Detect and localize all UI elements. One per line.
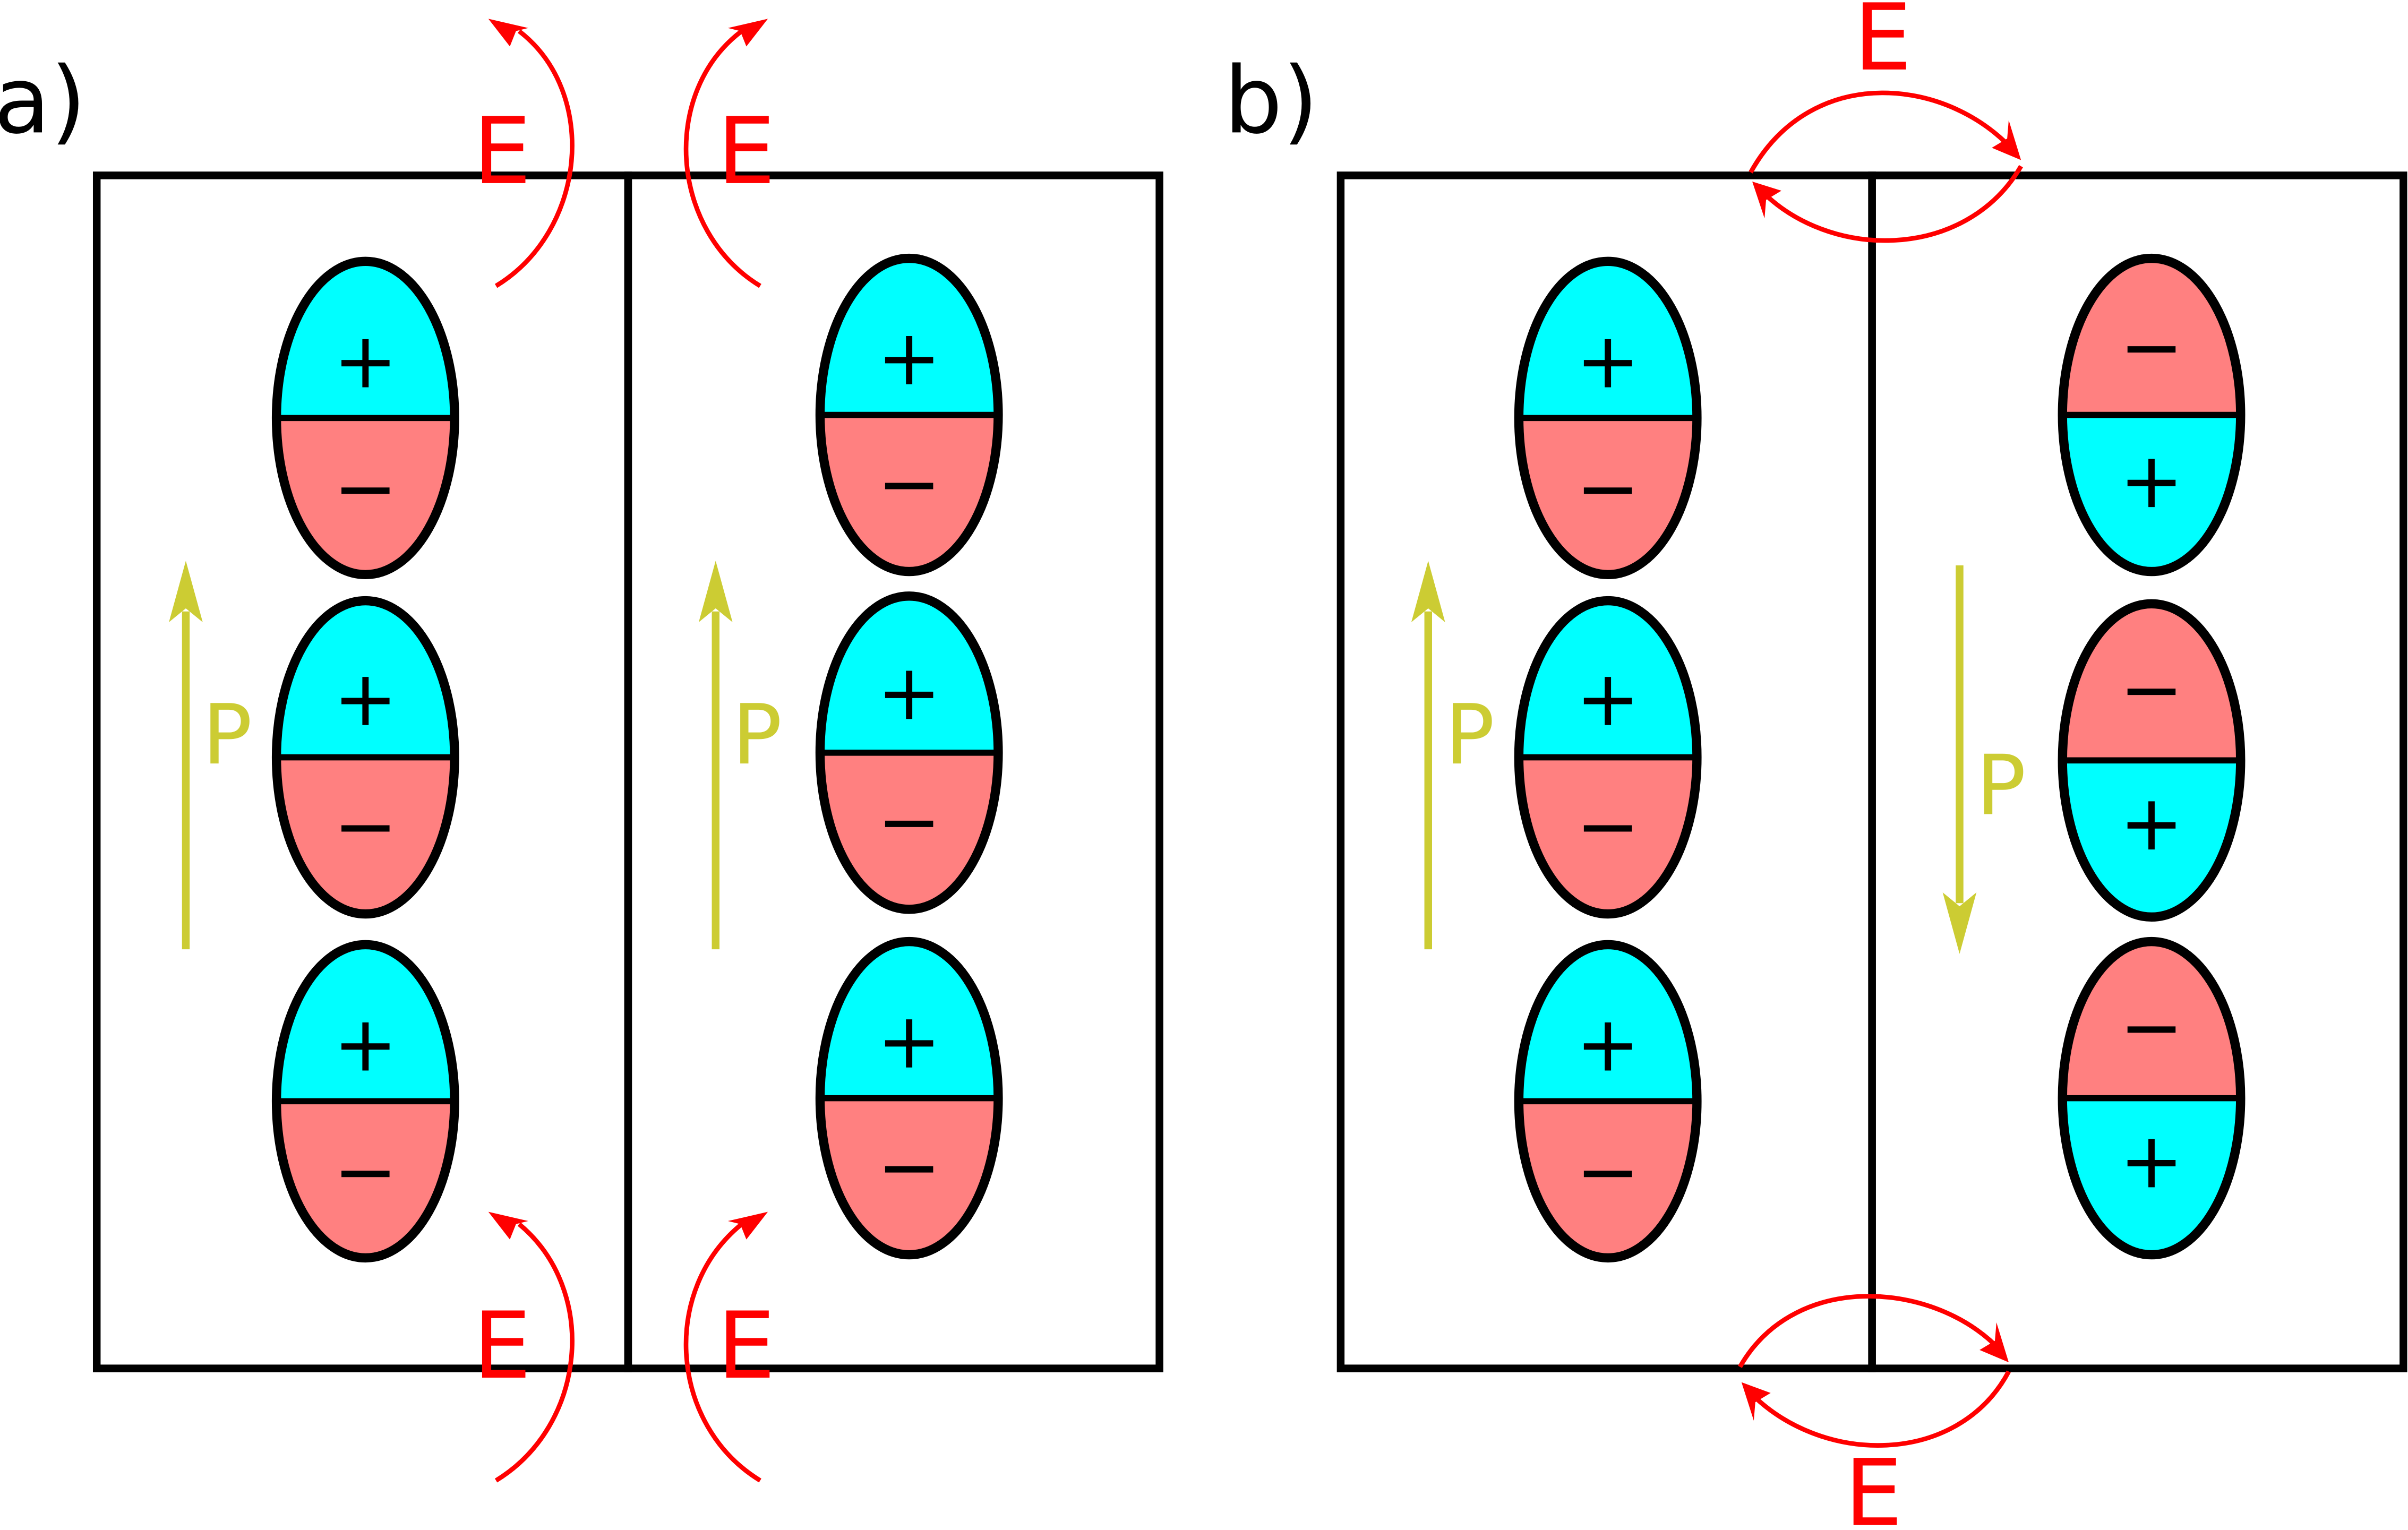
field-loop-top: E [1749, 0, 2023, 243]
dipole-outline [2058, 253, 2246, 577]
polarization-arrow-up: P [1411, 561, 1495, 950]
field-label: E [1854, 0, 1912, 91]
dipole: + − [1514, 596, 1702, 919]
dipole-bottom-sign: − [1576, 782, 1640, 871]
field-line: E [473, 19, 575, 288]
dipole-outline [815, 591, 1003, 914]
polarization-arrow-down: P [1942, 565, 2026, 954]
dipole-bottom-sign: − [333, 782, 398, 871]
polarization-label: P [1976, 737, 2026, 834]
field-loop-bottom: E [1738, 1294, 2011, 1530]
field-line: E [683, 19, 776, 288]
dipole: + − [815, 936, 1003, 1260]
dipole-top-sign: + [877, 314, 941, 403]
dipole-top-sign: + [333, 655, 398, 744]
dipole-outline [815, 936, 1003, 1260]
dipole-top-sign: + [333, 317, 398, 406]
dipole: + − [271, 940, 459, 1263]
dipole-top-sign: + [877, 997, 941, 1086]
dipole-top-sign: + [877, 648, 941, 737]
dipole-bottom-sign: − [1576, 444, 1640, 534]
dipole: + − [815, 591, 1003, 914]
dipole: + − [271, 256, 459, 580]
dipole-outline [271, 940, 459, 1263]
polarization-label: P [1445, 686, 1495, 783]
dipole-top-sign: + [1576, 317, 1640, 406]
dipole: − + [2058, 599, 2246, 922]
field-label: E [1845, 1440, 1903, 1530]
dipole-top-sign: + [333, 1000, 398, 1089]
panel-a: a) + − + − + − + [0, 19, 1163, 1483]
dipole: + − [271, 596, 459, 919]
dipole: + − [1514, 940, 1702, 1263]
panel-label-b: b) [1224, 47, 1318, 154]
dipole-bottom-sign: + [2119, 779, 2183, 868]
field-label: E [717, 1292, 776, 1399]
domain-box-right [624, 171, 1163, 1372]
dipole-top-sign: − [2119, 983, 2183, 1072]
dipole: − + [2058, 936, 2246, 1260]
dipole-bottom-sign: − [1576, 1128, 1640, 1217]
dipole-top-sign: − [2119, 303, 2183, 392]
field-line: E [473, 1211, 575, 1483]
dipole-outline [2058, 936, 2246, 1260]
dipole-bottom-sign: + [2119, 1116, 2183, 1206]
polarization-label: P [732, 686, 782, 783]
dipole-bottom-sign: + [2119, 436, 2183, 526]
panel-label-a: a) [0, 47, 86, 154]
dipole-bottom-sign: − [877, 1123, 941, 1212]
dipole-bottom-sign: − [877, 777, 941, 866]
dipole-top-sign: − [2119, 645, 2183, 734]
dipole-bottom-sign: − [333, 1128, 398, 1217]
field-line: E [683, 1211, 776, 1483]
dipole: + − [1514, 256, 1702, 580]
domain-box-right [1868, 171, 2407, 1372]
dipole-outline [271, 596, 459, 919]
dipole: + − [815, 253, 1003, 577]
polarization-label: P [202, 686, 252, 783]
field-label: E [717, 98, 776, 205]
polarization-arrow-up: P [169, 561, 252, 950]
dipole-top-sign: + [1576, 1000, 1640, 1089]
dipole-outline [1514, 256, 1702, 580]
dipole: − + [2058, 253, 2246, 577]
dipole-top-sign: + [1576, 655, 1640, 744]
dipole-bottom-sign: − [333, 444, 398, 534]
polarization-arrow-up: P [698, 561, 782, 950]
panel-b: b) + − + − + − − [1224, 0, 2407, 1530]
dipole-outline [1514, 596, 1702, 919]
dipole-bottom-sign: − [877, 440, 941, 529]
dipole-outline [815, 253, 1003, 577]
field-label: E [473, 1292, 532, 1399]
dipole-outline [271, 256, 459, 580]
dipole-outline [2058, 599, 2246, 922]
field-label: E [473, 98, 532, 205]
dipole-outline [1514, 940, 1702, 1263]
